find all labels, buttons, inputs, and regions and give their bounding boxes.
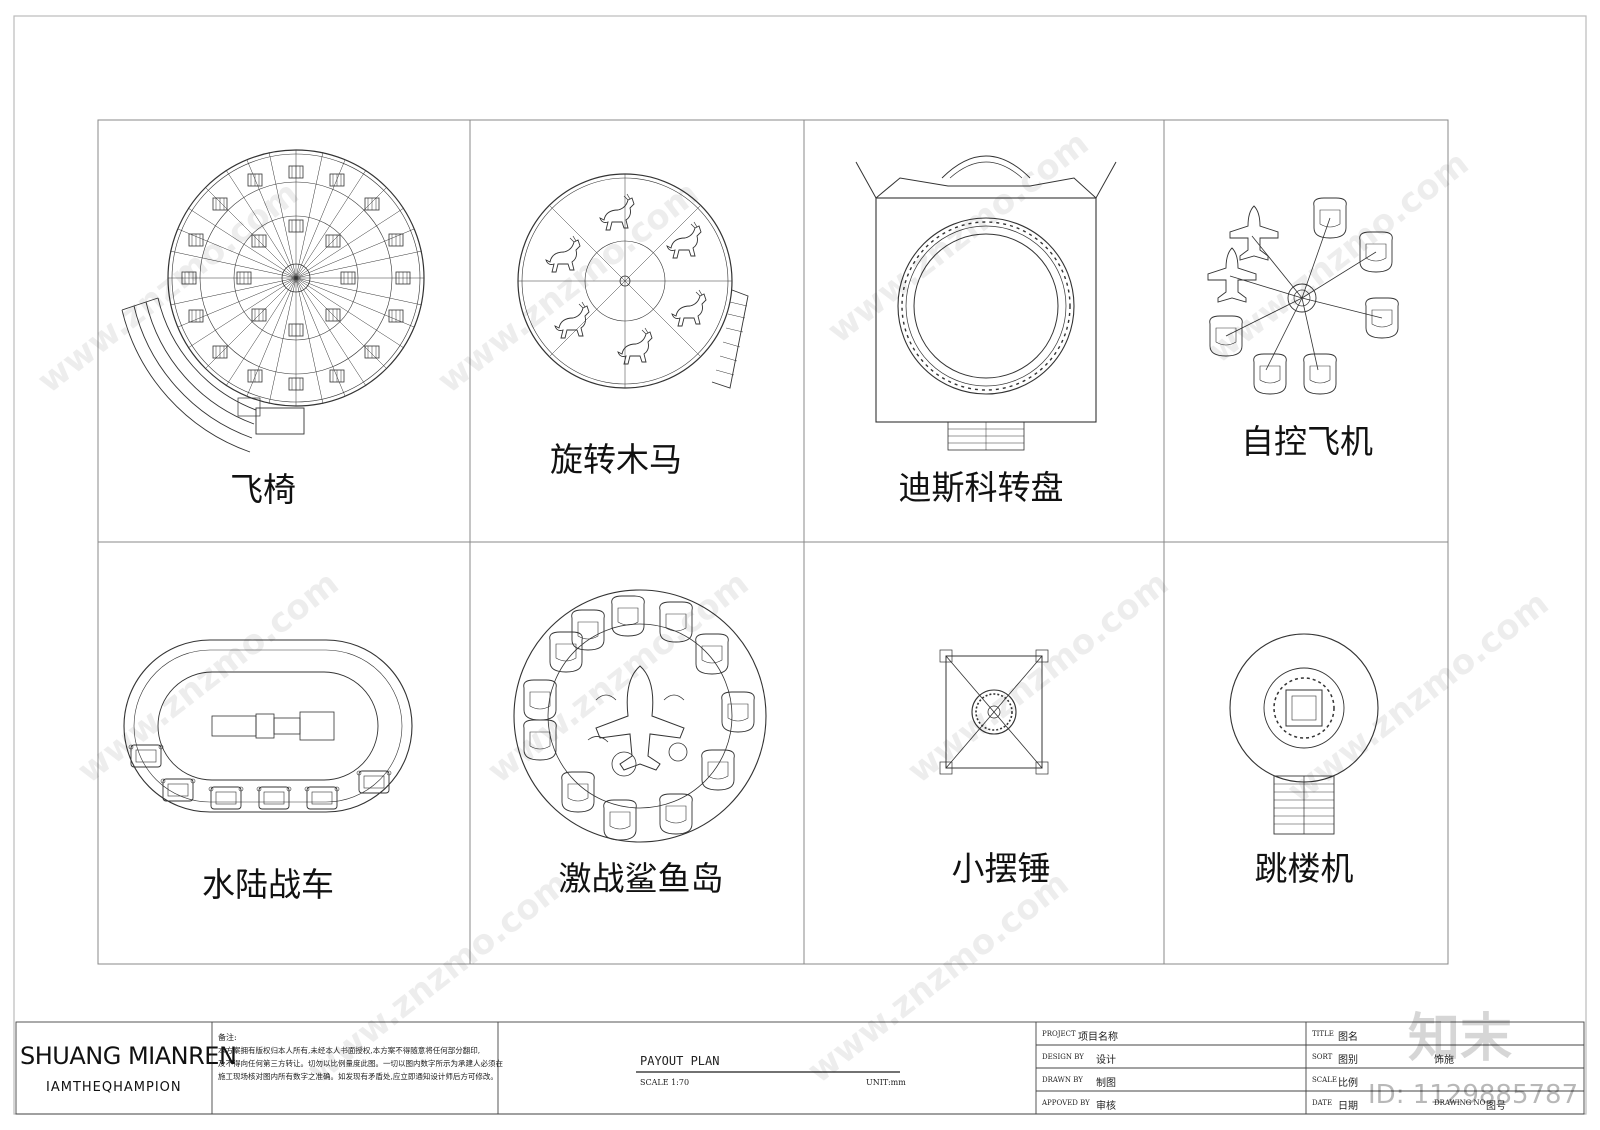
sort-label-en: SORT [1312,1053,1333,1061]
project-label-cn: 项目名称 [1078,1032,1118,1043]
drawn-label-en: DRAWN BY [1042,1076,1083,1084]
scale-label-en: SCALE [1312,1076,1337,1084]
approved-label-cn: 审核 [1096,1101,1116,1112]
drawing-no-label-en: DRAWING NO [1434,1099,1486,1107]
title-label-cn: 图名 [1338,1032,1358,1043]
drop-tower-plan [1229,633,1379,835]
amphibious-cars-plan [123,639,413,813]
date-label-en: DATE [1312,1099,1333,1107]
title-label-en: TITLE [1312,1030,1334,1038]
ride-label-disco-turntable: 迪斯科转盘 [898,468,1064,507]
unit-text: UNIT:mm [866,1078,906,1087]
ride-label-carousel: 旋转木马 [550,440,682,479]
drawing-no-label-cn: 图号 [1486,1101,1506,1112]
scale-text: SCALE 1:70 [640,1078,690,1087]
ride-label-self-control-plane: 自控飞机 [1241,422,1373,461]
sheet-border [13,15,1587,1115]
cell-grid [97,119,1449,965]
notes-line-3: 施工现场核对图内所有数字之准确。如发现有矛盾处,应立即通知设计师后方可修改。 [218,1072,498,1081]
ride-label-amphibious-cars: 水陆战车 [202,865,334,904]
date-label-cn: 日期 [1338,1101,1358,1112]
carousel-plan [517,173,749,389]
ride-label-small-pendulum: 小摆锤 [951,849,1051,888]
self-control-plane-plan [1207,197,1399,395]
watermark-id: ID: 1129885787 [1368,1080,1579,1110]
sort-value: 饰施 [1434,1055,1454,1066]
ride-label-flying-chairs: 飞椅 [230,470,296,509]
notes-label: 备注: [218,1033,237,1042]
flying-chairs-plan [121,149,425,453]
title-block-frame [15,1021,1585,1115]
approved-label-en: APPOVED BY [1042,1099,1090,1107]
disco-turntable-plan [855,155,1117,451]
notes-line-2: 及不得向任何第三方转让。切勿以比例量度此图。一切以图内数字所示为承建人必须在 [218,1059,503,1068]
notes-line-1: 本方案拥有版权归本人所有,未经本人书面授权,本方案不得随意将任何部分翻印, [218,1046,481,1055]
drawn-label-cn: 制图 [1096,1078,1116,1089]
brand-logo-text: SHUANG MIANREN [20,1042,237,1070]
brand-subtitle: IAMTHEQHAMPION [46,1080,182,1095]
small-pendulum-plan [939,649,1049,775]
plan-title: PAYOUT PLAN [640,1054,720,1068]
design-label-en: DESIGN BY [1042,1053,1084,1061]
scale-label-cn: 比例 [1338,1078,1358,1089]
sort-label-cn: 图别 [1338,1055,1358,1066]
ride-label-drop-tower: 跳楼机 [1254,849,1354,888]
project-label-en: PROJECT [1042,1030,1076,1038]
design-label-cn: 设计 [1096,1055,1116,1066]
shark-island-plan [513,589,767,843]
watermark-brand-logo: 知末 [1408,1009,1513,1069]
ride-label-shark-island: 激战鲨鱼岛 [558,859,724,898]
